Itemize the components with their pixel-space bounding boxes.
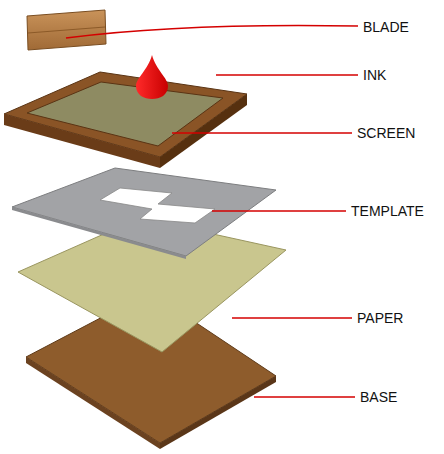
part-label: PAPER <box>357 310 403 326</box>
screen-frame <box>4 72 247 168</box>
part-label: TEMPLATE <box>351 203 424 219</box>
part-label: BLADE <box>363 19 409 35</box>
ink-drop <box>136 55 168 99</box>
part-label: INK <box>363 67 386 83</box>
template-stencil <box>12 168 276 259</box>
part-label: BASE <box>360 389 397 405</box>
leader-lines <box>66 25 358 397</box>
part-label: SCREEN <box>357 125 415 141</box>
squeegee-blade <box>27 10 106 50</box>
